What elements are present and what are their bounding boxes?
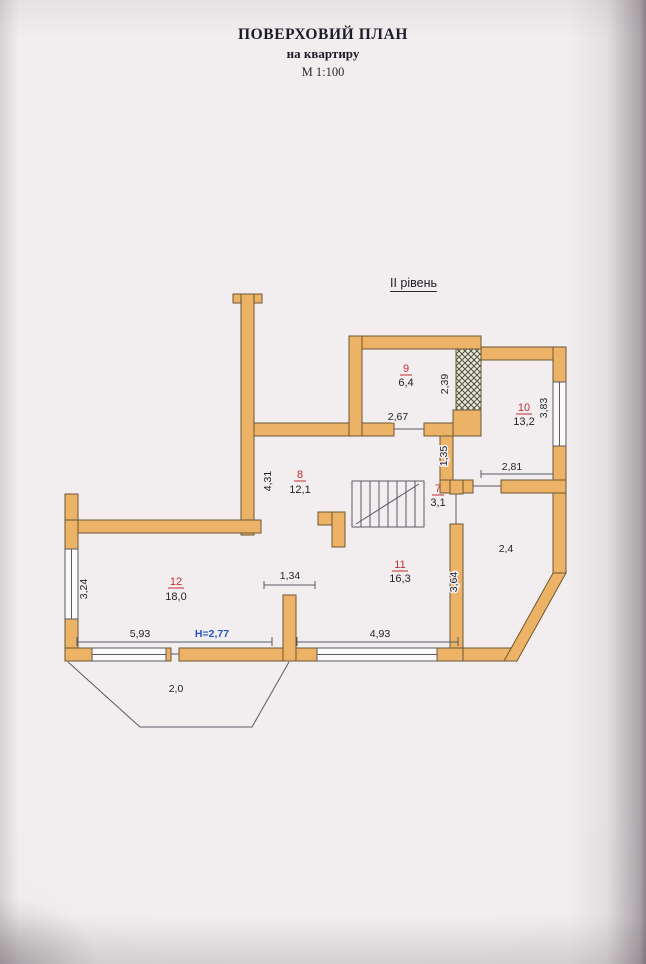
dim-corridor-width: 2,4 <box>499 543 514 555</box>
page-subtitle: на квартиру <box>286 46 360 61</box>
wall-segment <box>178 647 297 662</box>
walls <box>64 293 567 662</box>
room-10-area: 13,2 <box>513 416 534 428</box>
dim-opening-width: 1,34 <box>280 570 301 582</box>
room-7-area: 3,1 <box>430 497 445 509</box>
dim-room9-depth: 2,39 <box>439 374 451 395</box>
wall-segment <box>64 647 93 662</box>
wall-segment <box>449 479 464 495</box>
title-block: ПОВЕРХОВИЙ ПЛАН на квартиру М 1:100 <box>0 26 646 80</box>
wall-segment <box>348 335 482 350</box>
wall-segment <box>295 647 318 662</box>
room-labels: 9 6,4 10 13,2 8 12,1 7 3,1 11 16,3 12 18… <box>165 363 534 603</box>
wall-segment <box>361 422 395 437</box>
wall-segment <box>423 422 454 437</box>
wall-segment <box>282 594 297 662</box>
room-10-number: 10 <box>518 402 530 414</box>
wall-segment <box>348 335 363 437</box>
wall-segment <box>331 511 346 548</box>
diagonal-wall <box>503 572 567 662</box>
dim-room9-width: 2,67 <box>388 411 409 423</box>
dim-room11-width: 4,93 <box>370 628 391 640</box>
room-12-area: 18,0 <box>165 591 186 603</box>
scale-label: М 1:100 <box>301 65 345 79</box>
windows <box>64 381 567 662</box>
room-11-area: 16,3 <box>389 573 410 585</box>
dim-balcony-depth: 2,0 <box>169 683 184 695</box>
balcony-outline <box>67 661 290 728</box>
ceiling-height-label: H=2,77 <box>195 628 229 640</box>
room-8-area: 12,1 <box>289 484 310 496</box>
wall-segment <box>165 647 172 662</box>
dim-wall-stub: 1,35 <box>438 446 450 467</box>
wall-segment <box>253 422 350 437</box>
wall-segment <box>64 519 79 550</box>
dimension-texts: 2,67 2,39 1,35 3,83 2,81 4,31 2,4 1,34 3… <box>77 372 552 696</box>
wall-segment <box>552 445 567 574</box>
page-title: ПОВЕРХОВИЙ ПЛАН <box>237 26 409 43</box>
ventilation-shaft <box>455 348 482 411</box>
level-label: ІІ рівень <box>390 276 438 292</box>
dim-room12-width: 5,93 <box>130 628 151 640</box>
room-12-number: 12 <box>170 576 182 588</box>
dim-room8-depth: 4,31 <box>262 471 274 492</box>
room-11-number: 11 <box>394 559 405 571</box>
room-7-number: 7 <box>435 483 441 495</box>
wall-segment <box>64 493 79 522</box>
room-8-number: 8 <box>297 469 303 481</box>
dim-room12-depth: 3,24 <box>78 579 90 600</box>
dim-room10-width: 2,81 <box>502 461 523 473</box>
dim-room11-depth: 3,64 <box>448 572 460 593</box>
room-9-area: 6,4 <box>398 377 413 389</box>
door-openings <box>171 428 501 655</box>
wall-segment <box>500 479 567 494</box>
dimension-lines <box>76 470 554 646</box>
dim-room10-depth: 3,83 <box>538 398 550 419</box>
wall-segment <box>240 293 255 536</box>
stair-direction-line <box>355 483 420 525</box>
wall-segment <box>552 346 567 383</box>
room-9-number: 9 <box>403 363 409 375</box>
stairs <box>351 480 425 528</box>
wall-segment <box>436 647 464 662</box>
wall-segment <box>64 519 262 534</box>
wall-segment <box>452 409 482 437</box>
shaft-hatch <box>455 348 482 411</box>
